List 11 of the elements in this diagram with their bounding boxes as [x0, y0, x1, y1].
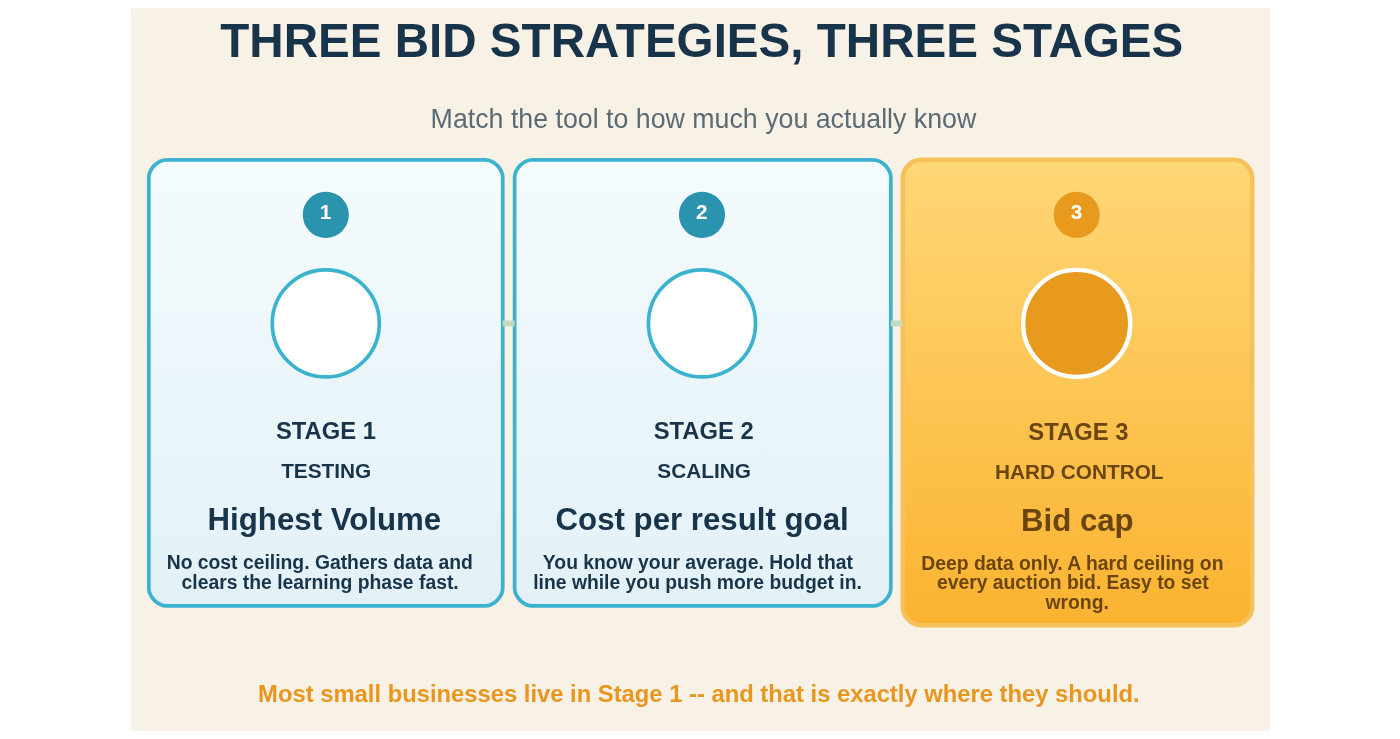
node-circle — [269, 268, 381, 379]
node-circle: 3 — [1053, 191, 1100, 238]
node-circle — [646, 268, 757, 379]
node-circle — [1020, 267, 1132, 380]
label: Match the tool to how much you actually know — [430, 103, 976, 134]
connector — [890, 320, 903, 327]
diagram-title: THREE BID STRATEGIES, THREE STAGES — [219, 13, 1183, 67]
node-circle: 2 — [678, 191, 725, 238]
caption: Most small businesses live in Stage 1 -- and that is exactly where they should. — [257, 680, 1140, 708]
connector — [502, 320, 515, 327]
node-circle: 1 — [302, 191, 349, 238]
